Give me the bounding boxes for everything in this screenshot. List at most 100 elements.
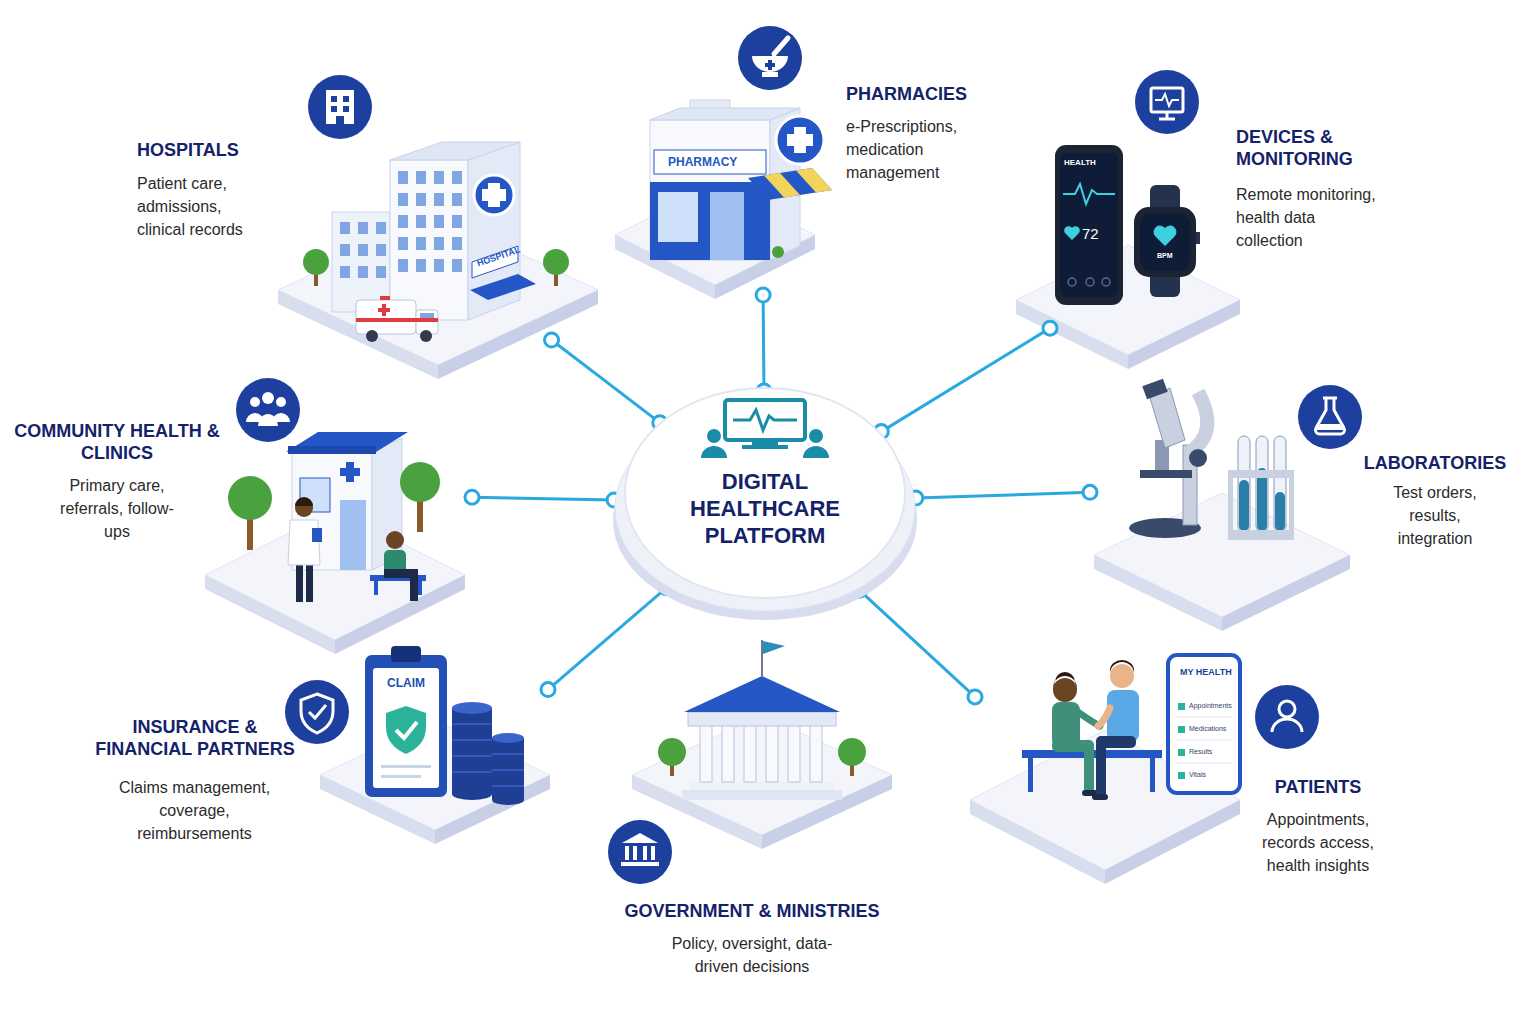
patients-illustration-part [1110,664,1134,688]
insurance-illustration-part [492,738,524,800]
category-icon-part [1272,719,1302,732]
category-icon-part [643,846,647,860]
clinic-illustration-part [340,462,360,482]
pharmacy-illustration-part [772,246,784,258]
pharmacy-illustration-part [658,192,698,242]
patients-illustration-part [1098,708,1110,726]
insurance-illustration-part [452,724,492,772]
category-icon-part [331,96,337,102]
devices-illustration-part [1016,300,1128,369]
stakeholder-node: INSURANCE & FINANCIAL PARTNERS Claims man… [86,640,548,850]
category-icon-part [1255,685,1319,749]
hospital-illustration-part [376,266,386,278]
node-description: e-Prescriptions, medication management [846,115,981,184]
patients-illustration-part [1092,794,1108,800]
government-illustration-part [788,724,800,782]
platform-shape-part [752,440,778,445]
category-icon [236,26,1362,884]
platform-hub: DIGITAL HEALTHCARE PLATFORM [610,378,920,628]
platform-shape-part [725,400,805,440]
category-icon-part [301,694,333,733]
hospital-illustration-part [358,266,368,278]
node-heading: LABORATORIES [1360,452,1510,474]
pharmacy-illustration-part [650,108,800,120]
insurance-illustration-part [381,765,431,768]
devices-illustration-part [1134,207,1196,277]
hospital-illustration-part [366,330,378,342]
connector-line [916,492,1090,498]
category-icon-part [625,846,629,860]
hospital-illustration-part [474,175,514,215]
category-icon-part [1315,398,1344,434]
laboratory-illustration-part [1238,436,1250,532]
node-heading: INSURANCE & FINANCIAL PARTNERS [90,716,300,760]
stakeholder-node: DEVICES & MONITORINGRemote monitoring, h… [1050,62,1397,357]
device-label: HEALTH [1064,159,1096,168]
patients-illustration-part [1150,758,1155,792]
category-icon-part [622,833,658,843]
insurance-illustration-part [452,702,492,714]
patients-illustration-part [1178,749,1185,756]
category-icon-part [738,26,802,90]
pharmacy-illustration [615,100,832,299]
node-heading: PHARMACIES [846,83,986,105]
devices-illustration-part [1086,278,1094,286]
clinic-illustration [205,432,465,654]
category-icon-part [326,90,354,124]
node-heading: PATIENTS [1238,776,1398,798]
devices-illustration-part [1128,300,1240,369]
hospital-illustration-part [376,244,386,256]
hospital-illustration-part [278,290,438,379]
patients-illustration-part [1028,758,1033,792]
devices-illustration-part [1154,226,1177,246]
hospital-illustration-part [340,244,350,256]
category-icon-part [262,392,274,404]
category-icon-part [343,96,349,102]
pharmacy-illustration-part [776,116,824,164]
node-heading: GOVERNMENT & MINISTRIES [602,900,902,922]
laboratory-illustration-part [1275,492,1285,531]
devices-illustration-part [1196,232,1200,244]
laboratory-illustration-part [1239,480,1249,531]
government-illustration-part [682,790,842,800]
node-heading: COMMUNITY HEALTH & CLINICS [12,420,222,464]
insurance-illustration-part [492,795,524,805]
laboratory-illustration-part [1289,470,1294,540]
clinic-illustration-part [418,581,422,595]
patients-illustration-part [970,730,1240,870]
node-description: Claims management, coverage, reimburseme… [107,776,282,845]
node-description: Patient care, admissions, clinical recor… [137,172,267,241]
platform-shape-part [707,429,721,443]
device-label: MY HEALTH [1180,668,1232,678]
connector-line [860,590,975,697]
category-icon-part [1316,424,1344,430]
category-icon-part [608,820,672,884]
connector-dot [541,683,555,697]
category-icon-part [236,378,300,442]
stakeholder-node: HOSPITALSPatient care, admissions, clini… [130,70,605,340]
connector-dot [756,288,770,302]
hub-title: DIGITAL HEALTHCARE PLATFORM [680,468,850,549]
connector-line [762,295,766,391]
clinic-illustration-part [306,560,313,602]
device-label: 72 [1082,226,1099,243]
clinic-illustration-part [386,531,404,549]
insurance-illustration-part [381,775,421,778]
platform-shape-part [803,446,829,458]
pharmacy-illustration-part [796,168,832,193]
insurance-illustration-part [391,646,421,662]
node-description: Policy, oversight, data-driven decisions [657,932,847,978]
category-icon-part [621,862,659,866]
clinic-illustration-part [288,520,320,565]
government-illustration-part [838,738,866,766]
device-label: Medications [1189,725,1226,733]
category-icon-part [308,75,372,139]
clinic-illustration-part [374,581,378,595]
laboratory-illustration-part [1094,555,1222,631]
devices-illustration [1016,145,1240,369]
laboratory-illustration-part [1228,470,1294,478]
pharmacy-illustration-part [654,150,766,174]
connector-dot [968,690,982,704]
